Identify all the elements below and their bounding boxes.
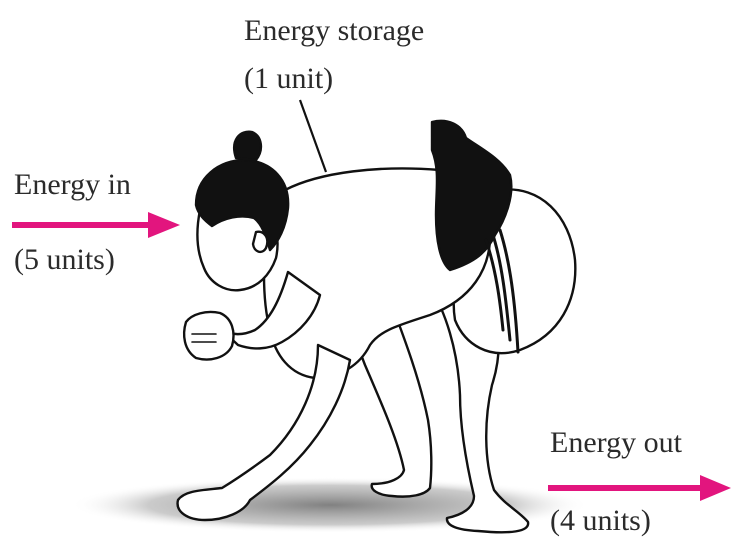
energy-in-amount: (5 units)	[14, 245, 115, 275]
energy-in-label: Energy in	[14, 170, 131, 200]
energy-storage-amount: (1 unit)	[244, 64, 333, 94]
energy-in-arrow	[12, 212, 180, 238]
storage-leader-line	[300, 100, 326, 172]
fist	[184, 312, 233, 359]
energy-storage-label: Energy storage	[244, 16, 424, 46]
sumo-wrestler-figure	[178, 121, 576, 532]
energy-out-label: Energy out	[550, 428, 682, 458]
energy-out-amount: (4 units)	[550, 506, 651, 536]
topknot	[234, 132, 261, 160]
ear	[253, 232, 267, 252]
